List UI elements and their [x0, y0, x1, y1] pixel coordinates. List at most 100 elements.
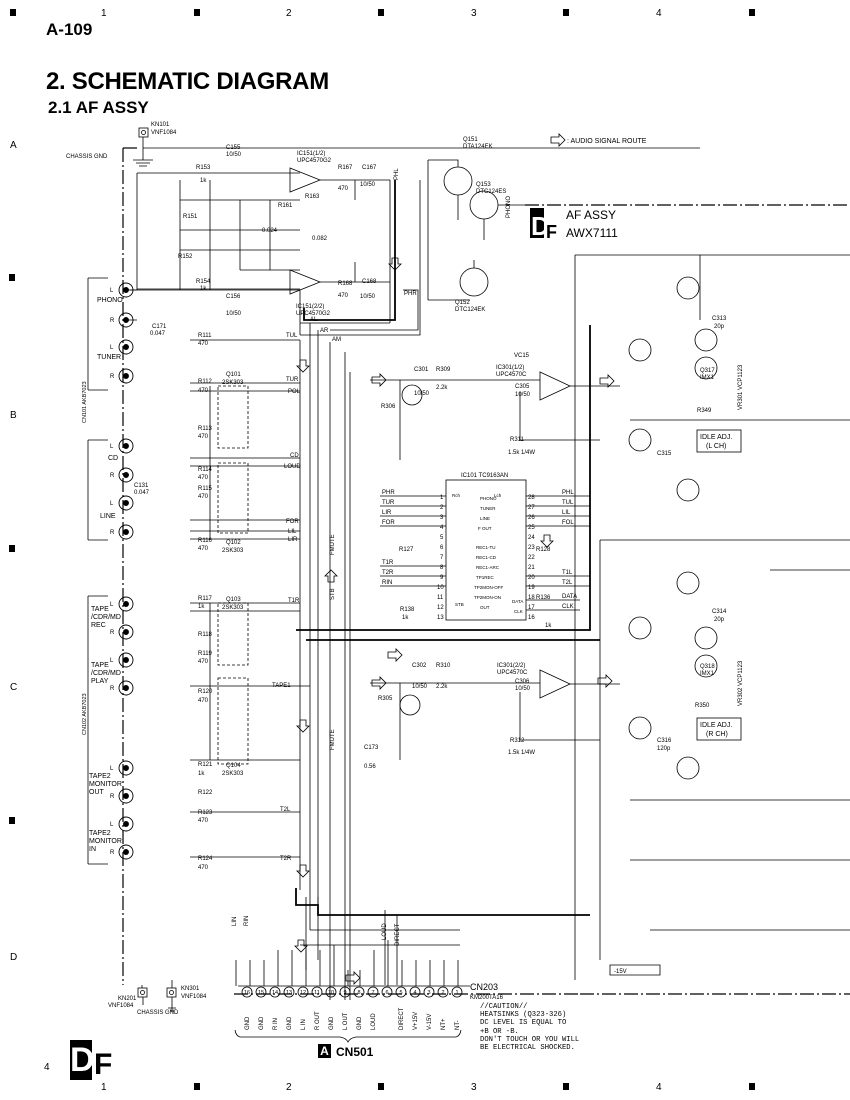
svg-text:16: 16: [244, 990, 250, 996]
svg-text:1k: 1k: [200, 178, 207, 184]
page-number: A-109: [46, 20, 93, 39]
grid-mark: [563, 1083, 569, 1090]
svg-text:REC1-CD: REC1-CD: [476, 555, 497, 560]
svg-text:R138: R138: [400, 607, 415, 613]
svg-text:R124: R124: [198, 856, 213, 862]
svg-text:R: R: [110, 794, 115, 800]
idle-adj-r-title: IDLE ADJ.: [700, 722, 732, 729]
svg-text:Q102: Q102: [226, 540, 241, 546]
svg-text:Q103: Q103: [226, 597, 241, 603]
svg-text:C301: C301: [414, 367, 429, 373]
svg-text:GND: GND: [245, 1016, 251, 1030]
svg-text:CLK: CLK: [562, 604, 574, 610]
svg-text:R: R: [110, 686, 115, 692]
svg-text:Q104: Q104: [226, 763, 241, 769]
svg-text:CLK: CLK: [514, 609, 523, 614]
assy-name: AF ASSY: [566, 208, 616, 222]
svg-text:C302: C302: [412, 663, 427, 669]
svg-text:470: 470: [338, 293, 349, 299]
svg-text:2: 2: [440, 505, 444, 511]
svg-text:R163: R163: [305, 194, 320, 200]
svg-text:1k: 1k: [198, 771, 205, 777]
svg-text:R: R: [110, 530, 115, 536]
svg-text:T2L: T2L: [562, 580, 573, 586]
svg-text:R127: R127: [399, 547, 414, 553]
svg-text:PHR: PHR: [382, 490, 395, 496]
rca-jacks: CN101 AKB7023 CN102 AKB7023: [82, 277, 108, 865]
svg-text:R167: R167: [338, 165, 353, 171]
svg-text:R117: R117: [198, 596, 213, 602]
grid-col-3: 3: [471, 8, 477, 19]
svg-text:R118: R118: [198, 632, 213, 638]
idle-adj-l-title: IDLE ADJ.: [700, 434, 732, 441]
svg-text:9: 9: [343, 990, 346, 996]
svg-text:KN301: KN301: [181, 986, 200, 992]
svg-text:10: 10: [437, 585, 444, 591]
svg-text:17: 17: [528, 605, 535, 611]
svg-text:R112: R112: [198, 379, 213, 385]
svg-text:CD: CD: [290, 453, 299, 459]
svg-text:470: 470: [198, 434, 209, 440]
svg-text:9: 9: [440, 575, 444, 581]
svg-text:Q101: Q101: [226, 372, 241, 378]
svg-text:1k: 1k: [200, 286, 207, 292]
svg-text:V+15V: V+15V: [413, 1012, 419, 1030]
svg-text:GND: GND: [329, 1016, 335, 1030]
svg-text:R349: R349: [697, 408, 712, 414]
svg-text:R309: R309: [436, 367, 451, 373]
svg-text:C314: C314: [712, 609, 727, 615]
svg-text:1: 1: [455, 990, 458, 996]
svg-text:2SK303: 2SK303: [222, 605, 244, 611]
svg-text:LOUD: LOUD: [284, 464, 301, 470]
svg-text:PHL: PHL: [562, 490, 574, 496]
svg-text:27: 27: [528, 505, 535, 511]
grid-mark: [194, 9, 200, 16]
svg-text:L: L: [110, 658, 114, 664]
svg-text:470: 470: [198, 341, 209, 347]
svg-text:TAPE1: TAPE1: [272, 683, 291, 689]
svg-text:R115: R115: [198, 486, 213, 492]
svg-text:FOR: FOR: [382, 520, 395, 526]
svg-text:R123: R123: [198, 810, 213, 816]
grid-col-1-bottom: 1: [101, 1082, 107, 1093]
svg-text:T2R: T2R: [382, 570, 394, 576]
svg-text:470: 470: [198, 388, 209, 394]
cn203-connector: CN203 KM200TA16 LOUD DIRECT LIN RIN: [232, 897, 504, 1043]
svg-text:R168: R168: [338, 281, 353, 287]
svg-text:L: L: [110, 822, 114, 828]
svg-text:0.56: 0.56: [364, 764, 376, 770]
svg-text:R: R: [110, 473, 115, 479]
pin-circles: [241, 986, 463, 998]
svg-text:R154: R154: [196, 279, 211, 285]
svg-text:R122: R122: [198, 790, 213, 796]
svg-text:VNF1084: VNF1084: [151, 130, 177, 136]
rca-jack-icon: L: [110, 282, 134, 298]
svg-text:Q153: Q153: [476, 182, 491, 188]
svg-text:0.047: 0.047: [150, 331, 166, 337]
svg-text:4: 4: [413, 990, 416, 996]
rca-jack-icon: L: [110, 438, 134, 454]
svg-text:PHONO: PHONO: [506, 196, 512, 218]
svg-text:10/50: 10/50: [226, 152, 242, 158]
svg-text:IC301(1/2): IC301(1/2): [496, 365, 524, 371]
svg-text:0.024: 0.024: [262, 228, 278, 234]
rca-jack-icon: R: [110, 524, 134, 540]
svg-text:2SK303: 2SK303: [222, 548, 244, 554]
grid-col-2-bottom: 2: [286, 1082, 292, 1093]
svg-text:DIRECT: DIRECT: [399, 1007, 405, 1030]
svg-text:TP2MON-ON: TP2MON-ON: [474, 595, 501, 600]
svg-text:1k: 1k: [545, 623, 552, 629]
svg-text:R: R: [110, 318, 115, 324]
svg-text:PHONO: PHONO: [480, 496, 497, 501]
rca-jack-icon: L: [110, 760, 134, 776]
svg-text:Q318: Q318: [700, 664, 715, 670]
svg-text:5: 5: [399, 990, 402, 996]
rca-jack-icon: R: [110, 680, 134, 696]
legend-label: : AUDIO SIGNAL ROUTE: [567, 138, 647, 145]
ic101-selector: IC101 TC9163AN Rch Lch PHONO TUNER LINE …: [380, 473, 590, 629]
svg-text:C171: C171: [152, 324, 167, 330]
svg-text:C316: C316: [657, 738, 672, 744]
svg-text:REC1-ARC: REC1-ARC: [476, 565, 500, 570]
svg-text:R350: R350: [695, 703, 710, 709]
